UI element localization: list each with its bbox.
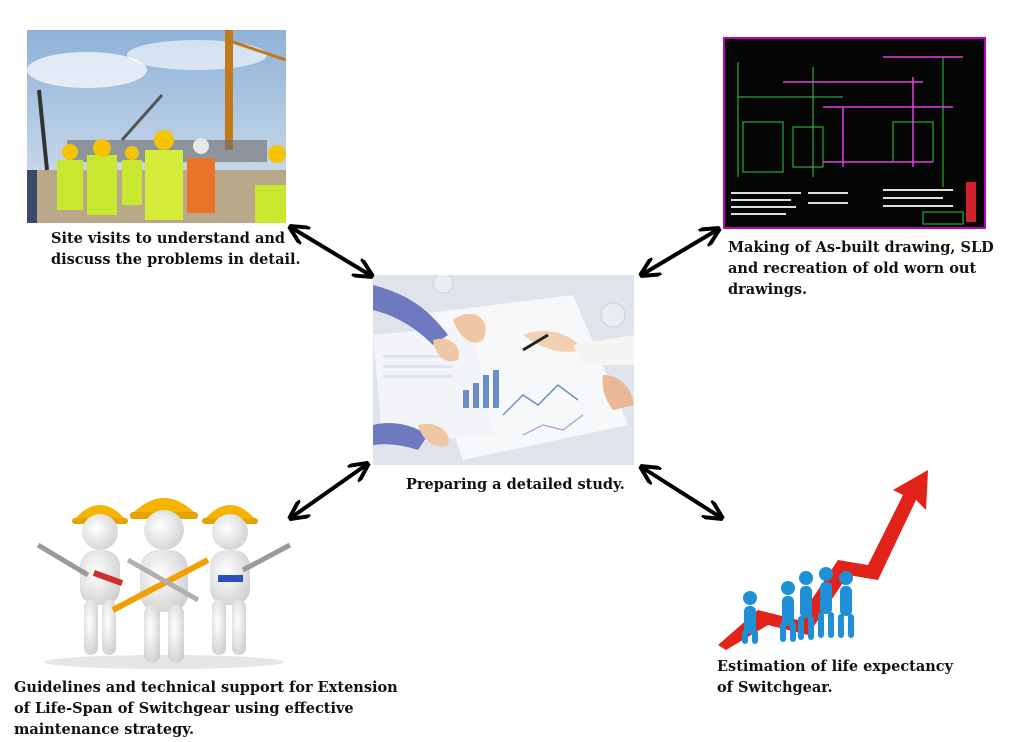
- estimation-caption: Estimation of life expectancy of Switchg…: [717, 656, 953, 698]
- caption-line: of Switchgear.: [717, 677, 953, 698]
- guidelines-caption: Guidelines and technical support for Ext…: [14, 677, 398, 740]
- caption-line: Guidelines and technical support for Ext…: [14, 677, 398, 698]
- double-arrow-icon: [643, 468, 720, 517]
- double-arrow-icon: [643, 230, 717, 274]
- drawing-caption: Making of As-built drawing, SLD and recr…: [728, 237, 994, 300]
- caption-line: Site visits to understand and: [51, 228, 301, 249]
- double-arrow-icon: [292, 228, 370, 275]
- caption-line: maintenance strategy.: [14, 719, 398, 740]
- caption-line: and recreation of old worn out: [728, 258, 994, 279]
- double-arrow-icon: [292, 465, 366, 517]
- caption-line: Preparing a detailed study.: [406, 474, 625, 495]
- caption-line: Making of As-built drawing, SLD: [728, 237, 994, 258]
- center-caption: Preparing a detailed study.: [406, 474, 625, 495]
- caption-line: drawings.: [728, 279, 994, 300]
- caption-line: discuss the problems in detail.: [51, 249, 301, 270]
- caption-line: of Life-Span of Switchgear using effecti…: [14, 698, 398, 719]
- site-visit-caption: Site visits to understand and discuss th…: [51, 228, 301, 270]
- caption-line: Estimation of life expectancy: [717, 656, 953, 677]
